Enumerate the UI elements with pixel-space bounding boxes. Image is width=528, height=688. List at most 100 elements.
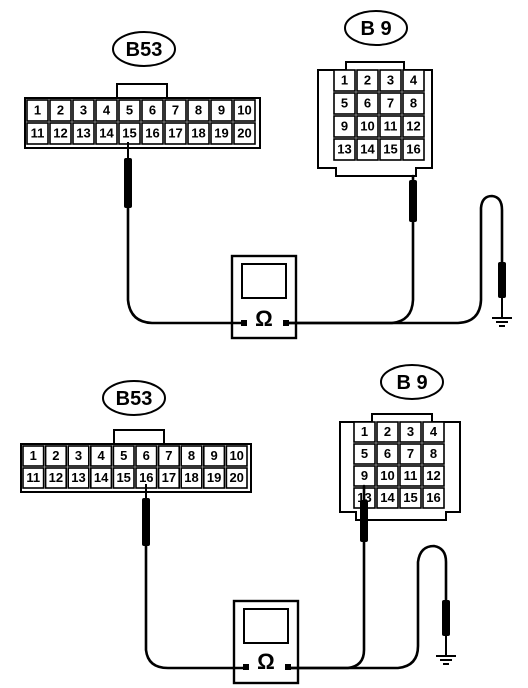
b53-pin-cell [233, 122, 256, 145]
b53-pin-cell [141, 122, 164, 145]
b9-pin-cell [356, 138, 379, 161]
probe-b9-2 [360, 500, 368, 542]
ohm-symbol-2: Ω [257, 649, 275, 674]
b53-pin-cell [141, 99, 164, 122]
b9-pin-label: 8 [410, 96, 417, 111]
probe-lead-b9-2 [286, 484, 366, 670]
b9-pin-label: 5 [341, 96, 348, 111]
b53-pin-label: 12 [53, 126, 67, 141]
b53-pin-cell [90, 445, 113, 467]
b9-pin-cell [333, 92, 356, 115]
b9-pin-cell [379, 69, 402, 92]
b53-pin-cell [233, 99, 256, 122]
b53-pin-label: 18 [191, 126, 205, 141]
b9-pin-cell [376, 443, 399, 465]
b9-pin-label: 16 [406, 142, 420, 157]
b9-pin-cell [402, 69, 425, 92]
b9-pin-label: 7 [387, 96, 394, 111]
b53-pin-label: 4 [97, 448, 105, 463]
b53-pin-cell [225, 445, 248, 467]
b9-pin-label: 10 [380, 468, 394, 483]
b9-pin-label: 15 [383, 142, 397, 157]
b53-pin-cell [203, 445, 226, 467]
b9-pin-cell [353, 443, 376, 465]
b9-pin-label: 10 [360, 119, 374, 134]
b53-pin-cell [72, 122, 95, 145]
b53-pin-label: 5 [120, 448, 127, 463]
b53-pin-cell [164, 99, 187, 122]
b9-pin-label: 12 [426, 468, 440, 483]
b53-pin-label: 3 [80, 103, 87, 118]
b9-pin-label: 7 [407, 446, 414, 461]
b9-pin-cell [353, 421, 376, 443]
b9-pin-label: 6 [384, 446, 391, 461]
b9-pin-cell [356, 69, 379, 92]
b9-pin-label: 14 [380, 490, 395, 505]
b9-pin-cell [379, 115, 402, 138]
b53-pin-cell [72, 99, 95, 122]
probe-lead-b9-1 [284, 174, 415, 325]
b9-label-2: B 9 [380, 364, 444, 400]
b9-pin-label: 11 [384, 119, 398, 134]
b53-pin-label: 1 [34, 103, 41, 118]
b53-pin-cell [90, 467, 113, 489]
b9-pin-label: 4 [410, 73, 418, 88]
b9-pin-cell [333, 138, 356, 161]
b53-pin-label: 19 [207, 470, 221, 485]
b9-pin-label: 11 [404, 468, 418, 483]
b53-pin-cell [180, 467, 203, 489]
b9-pin-label: 2 [384, 424, 391, 439]
b9-pin-cell [402, 92, 425, 115]
b53-pin-label: 10 [229, 448, 243, 463]
b9-pin-label: 1 [341, 73, 348, 88]
b9-pin-cell [379, 138, 402, 161]
b53-pin-label: 10 [237, 103, 251, 118]
b53-pin-label: 20 [237, 126, 251, 141]
b9-pin-cell [333, 115, 356, 138]
b9-pin-label: 4 [430, 424, 438, 439]
probe-b53-1 [124, 158, 132, 208]
b53-label-1: B53 [112, 31, 176, 67]
ground-lead-1 [284, 194, 504, 325]
b9-pin-cell [376, 421, 399, 443]
ground-symbol-1 [492, 298, 512, 327]
b53-pin-label: 13 [76, 126, 90, 141]
b53-pin-cell [112, 467, 135, 489]
b9-pin-cell [399, 487, 422, 509]
b53-pin-cell [95, 122, 118, 145]
b9-pin-cell [356, 115, 379, 138]
b53-pin-cell [157, 467, 181, 489]
b53-pin-label: 16 [139, 470, 153, 485]
b53-pin-label: 2 [52, 448, 59, 463]
b53-pin-label: 17 [168, 126, 182, 141]
b9-pin-cell [376, 487, 399, 509]
b53-pin-cell [22, 445, 45, 467]
b9-pin-cell [422, 465, 445, 487]
b53-pin-label: 15 [116, 470, 130, 485]
b53-pin-cell [22, 467, 45, 489]
b53-pin-label: 8 [195, 103, 202, 118]
b53-pin-label: 9 [218, 103, 225, 118]
probe-lead-b53-2 [144, 498, 246, 670]
b9-pin-cell [422, 487, 445, 509]
ground-probe-1 [498, 262, 506, 298]
b53-pin-label: 12 [49, 470, 63, 485]
b9-pin-label: 9 [341, 119, 348, 134]
b9-pin-cell [402, 138, 425, 161]
b53-pin-label: 18 [184, 470, 198, 485]
b53-pin-label: 17 [162, 470, 176, 485]
b53-pin-label: 16 [145, 126, 159, 141]
ohmmeter-2: Ω [232, 599, 300, 685]
b9-pin-label: 12 [406, 119, 420, 134]
ground-probe-2 [442, 600, 450, 636]
b9-pin-label: 3 [387, 73, 394, 88]
b53-pin-label: 2 [57, 103, 64, 118]
b53-pin-label: 14 [99, 126, 114, 141]
ohm-symbol-1: Ω [255, 306, 273, 331]
b9-pin-cell [399, 465, 422, 487]
